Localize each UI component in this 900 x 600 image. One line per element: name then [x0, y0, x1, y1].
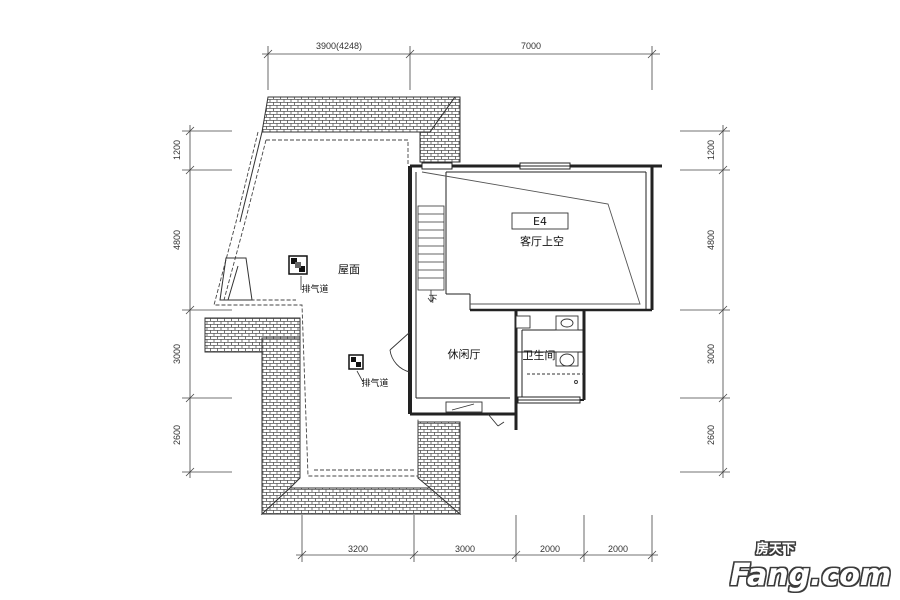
dim-bottom-3: 2000: [540, 544, 560, 554]
dim-right-3: 3000: [706, 344, 716, 364]
vent-1-icon: [288, 255, 308, 275]
stair: [417, 205, 445, 303]
dim-left-1: 1200: [172, 140, 182, 160]
dim-left-3: 3000: [172, 344, 182, 364]
watermark-latin: Fang.com: [730, 558, 891, 593]
label-stair-down: 下: [428, 295, 437, 305]
vent-2-leader: [356, 370, 364, 383]
dim-bottom-4: 2000: [608, 544, 628, 554]
door-roof: [389, 331, 411, 373]
label-living-void: 客厅上空: [520, 234, 564, 248]
unit-tag-box: [511, 212, 569, 230]
windows: [421, 162, 581, 404]
dim-top-1: 3900(4248): [316, 41, 362, 51]
roof-tiles: [204, 96, 462, 516]
unit-tag: E4: [533, 215, 547, 228]
roof-outline-solid: [219, 131, 263, 301]
dim-top-2: 7000: [521, 41, 541, 51]
dim-bottom-2: 3000: [455, 544, 475, 554]
dim-bottom-1: 3200: [348, 544, 368, 554]
void-diagonal: [421, 171, 641, 305]
vent-2-icon: [348, 354, 364, 370]
dim-right-2: 4800: [706, 230, 716, 250]
dim-right-4: 2600: [706, 425, 716, 445]
label-roof: 屋面: [338, 263, 360, 276]
roof-outline: [213, 131, 419, 477]
bathroom-fixtures: [515, 315, 584, 384]
dim-right-1: 1200: [706, 140, 716, 160]
dim-left-4: 2600: [172, 425, 182, 445]
dim-left-2: 4800: [172, 230, 182, 250]
door-bottom: [445, 401, 505, 427]
label-bathroom: 卫生间: [523, 348, 556, 362]
walls: [408, 164, 662, 430]
watermark: 房天下 Fang.com: [730, 541, 891, 593]
dimension-lines: [182, 46, 730, 562]
label-lounge: 休闲厅: [448, 347, 481, 361]
label-vent-2: 排气道: [361, 377, 388, 389]
watermark-chinese: 房天下: [756, 541, 795, 557]
label-vent-1: 排气道: [301, 283, 328, 295]
